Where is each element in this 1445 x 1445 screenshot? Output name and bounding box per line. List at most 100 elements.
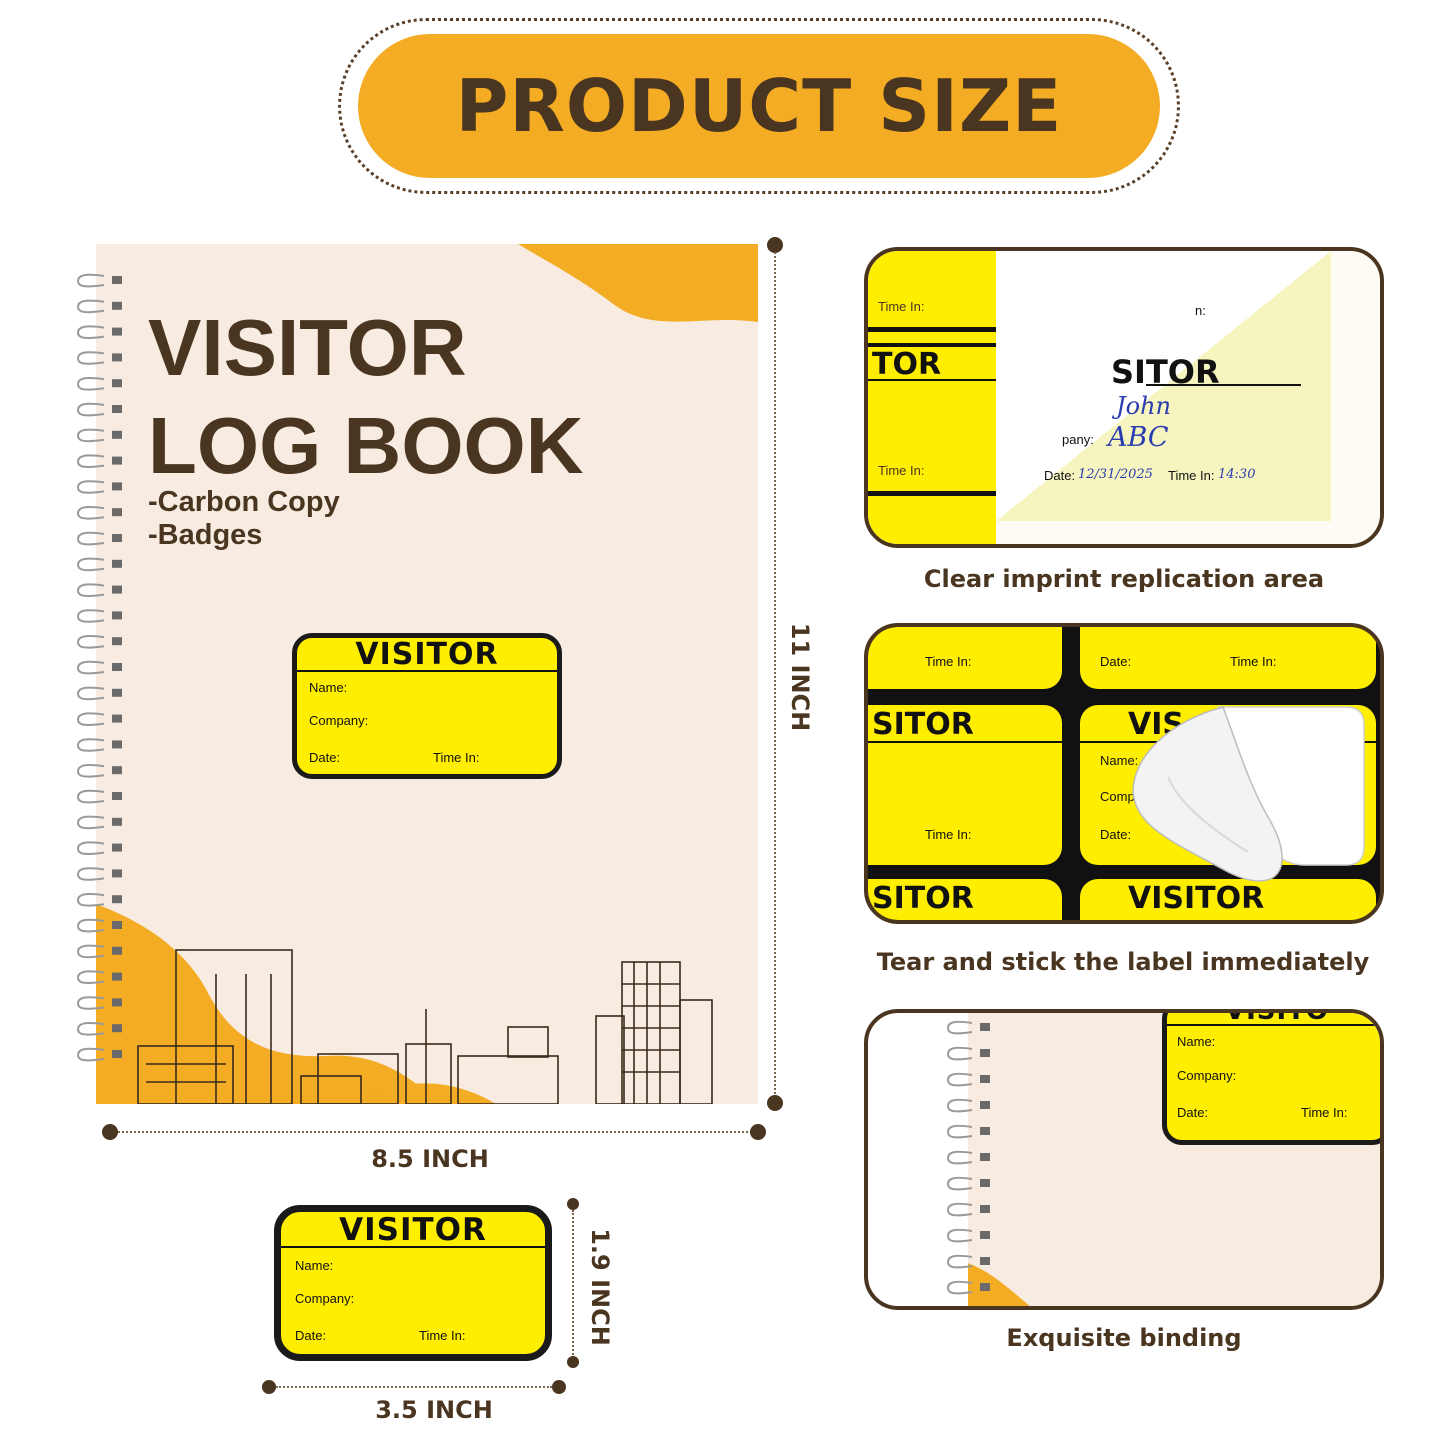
imprint-date-label: Date: [1044,468,1076,483]
spiral-ring [76,299,122,314]
label-piece: SITOR [868,879,1062,920]
imprint-company-fragment: pany: [1062,432,1094,447]
spiral-ring [946,1124,990,1139]
label-time-text: Time In: [925,827,972,842]
dimension-line-vertical [774,252,776,1098]
dimension-dot [750,1124,766,1140]
badge-title: VISITOR [355,637,499,672]
label-piece: SITOR Time In: [868,705,1062,865]
label-piece: Time In: [868,627,1062,689]
imprint-panel: Time In: TOR Time In: n: SITOR John pany… [864,247,1384,548]
spiral-ring [76,918,122,933]
spiral-ring [76,841,122,855]
imprint-colon-fragment: n: [1195,303,1206,318]
badge-divider [868,379,996,381]
spiral-ring [946,1176,990,1191]
badge-time-label: Time In: [433,750,480,765]
spiral-binding [76,273,122,1062]
badge-date-label: Date: [309,750,341,765]
cover-title-line1: VISITOR [148,303,467,392]
spiral-ring [76,944,122,959]
spiral-ring [76,893,122,907]
imprint-left-title: TOR [872,347,942,382]
spiral-ring [946,1228,990,1243]
labels-caption: Tear and stick the label immediately [876,948,1370,976]
spiral-ring [76,428,122,443]
label-date-text: Date: [1100,827,1132,842]
spiral-ring [946,1254,990,1269]
cover-visitor-badge: VISITOR Name: Company: Date: Time In: [292,633,562,779]
binding-orange-corner [968,1263,1030,1306]
notebook-cover: VISITOR LOG BOOK -Carbon Copy -Badges VI… [96,244,758,1104]
header-banner: PRODUCT SIZE [358,34,1160,178]
carbon-copy-sheet [996,251,1380,544]
spiral-ring [76,867,122,881]
cover-title-line2: LOG BOOK [148,401,584,490]
badge-title: VISITOR [339,1212,487,1248]
badge-name-label: Name: [309,680,348,695]
labels-panel: Time In: Date: Time In: SITOR Time In: V… [864,623,1384,924]
spiral-ring [76,635,122,649]
spiral-ring [76,1047,122,1062]
dimension-line-horizontal [276,1386,552,1388]
spiral-ring [946,1020,990,1035]
badge-company-label: Company: [295,1291,355,1306]
book-width-label: 8.5 INCH [371,1145,489,1173]
badge-name-label: Name: [295,1258,334,1273]
binding-badge-title: VISITO [1224,1009,1330,1026]
spiral-ring [76,686,122,701]
label-time-text: Time In: [1230,654,1277,669]
label-visitor-text: VISITOR [1128,881,1265,916]
badge-height-label: 1.9 INCH [586,1228,614,1346]
badge-divider [1167,1024,1380,1026]
badge-date-label: Date: [295,1328,327,1343]
spiral-ring [76,712,122,726]
imprint-time-label: Time In: [878,299,925,314]
imprint-caption: Clear imprint replication area [923,565,1325,593]
spiral-ring [946,1072,990,1087]
binding-name-label: Name: [1177,1034,1216,1049]
dimension-dot [567,1198,579,1210]
cover-subtitle-line1: -Carbon Copy [148,486,340,518]
dimension-dot [102,1124,118,1140]
binding-date-label: Date: [1177,1105,1209,1120]
cover-decoration [96,244,758,1104]
spiral-ring [76,273,122,288]
binding-visitor-badge: VISITO Name: Company: Date: Time In: [1162,1009,1380,1145]
badge-divider [868,741,1062,743]
spiral-ring [76,325,122,339]
dimension-dot [567,1356,579,1368]
dimension-dot [262,1380,276,1394]
imprint-handwritten-time: 14:30 [1218,467,1256,482]
binding-time-label: Time In: [1301,1105,1348,1120]
sample-visitor-badge: VISITOR Name: Company: Date: Time In: [274,1205,552,1361]
spiral-ring [76,402,122,417]
cover-subtitle-line2: -Badges [148,519,263,551]
dimension-line-horizontal [118,1131,752,1133]
dimension-line-vertical [572,1210,574,1358]
label-company-text: Compa [1100,789,1142,804]
badge-border [868,327,996,332]
spiral-ring [946,1150,990,1165]
spiral-ring [76,660,122,675]
dimension-dot [552,1380,566,1394]
spiral-ring [76,1022,122,1036]
spiral-ring [76,789,122,804]
badge-time-label: Time In: [419,1328,466,1343]
spiral-ring [76,764,122,778]
peeled-label-icon [1132,706,1365,882]
badge-border [868,343,996,347]
header-dotted-outline [338,18,1180,194]
spiral-ring [76,351,122,365]
label-sitor-text: SITOR [872,881,974,916]
spiral-ring [76,996,122,1010]
badge-divider [281,1246,545,1248]
spiral-ring [76,557,122,572]
binding-company-label: Company: [1177,1068,1237,1083]
imprint-yellow-strip: Time In: TOR Time In: [868,251,996,544]
spiral-ring [946,1280,990,1295]
badge-border [868,491,996,496]
spiral-ring [946,1046,990,1061]
binding-caption: Exquisite binding [1006,1324,1242,1352]
spiral-ring [946,1098,990,1113]
